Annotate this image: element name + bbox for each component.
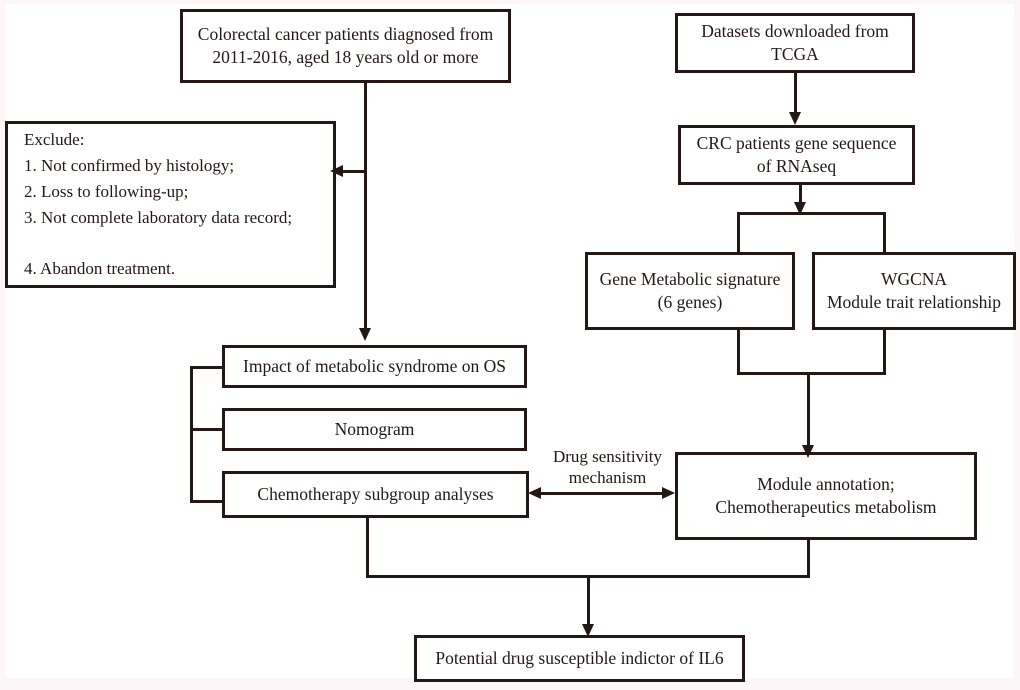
arrowhead-cohort-to-results [358,328,371,341]
node-module-annotation-label: Module annotation; Chemotherapeutics met… [715,474,937,517]
node-chemo-subgroup-label: Chemotherapy subgroup analyses [257,484,494,505]
merge-leg-left [737,330,740,375]
node-wgcna-label: WGCNA Module trait relationship [827,269,1001,312]
node-outcome-label: Potential drug susceptible indictor of I… [435,648,724,669]
node-gene-signature-label: Gene Metabolic signature (6 genes) [599,269,781,312]
arrowhead-merge-to-module [801,445,814,458]
node-datasets: Datasets downloaded from TCGA [675,13,915,73]
node-rnaseq-label: CRC patients gene sequence of RNAseq [696,133,897,176]
connector-cohort-to-exclude [342,169,366,173]
connector-merge-to-outcome [587,575,590,627]
node-cohort-label: Colorectal cancer patients diagnosed fro… [197,24,494,67]
node-wgcna: WGCNA Module trait relationship [812,252,1016,330]
connector-drug-sensitivity [540,492,671,495]
connector-merge-to-module [807,372,810,448]
node-gene-signature: Gene Metabolic signature (6 genes) [585,252,795,330]
edge-label-drug-sensitivity: Drug sensitivity mechanism [552,447,663,487]
figure-inner-canvas: Colorectal cancer patients diagnosed fro… [5,4,1016,682]
node-exclude-label: Exclude: 1. Not confirmed by histology; … [24,130,293,279]
arrowhead-drug-sensitivity-left [528,487,541,499]
results-bracket-spine [190,366,193,503]
merge-leg-right [883,330,886,375]
node-nomogram: Nomogram [222,408,527,451]
outcome-merge-leg-left [366,514,369,578]
node-module-annotation: Module annotation; Chemotherapeutics met… [675,452,977,540]
arrowhead-datasets-to-rnaseq [788,112,801,125]
split-leg-left [737,212,740,256]
arrowhead-rnaseq-to-split [793,202,806,215]
node-chemo-subgroup: Chemotherapy subgroup analyses [222,471,529,518]
node-datasets-label: Datasets downloaded from TCGA [701,21,889,64]
results-bracket-stub-bottom [190,500,224,503]
split-leg-right [883,212,886,256]
connector-rnaseq-to-split [799,185,802,207]
outcome-merge-leg-right [807,536,810,578]
node-impact-os: Impact of metabolic syndrome on OS [222,345,527,388]
node-exclude: Exclude: 1. Not confirmed by histology; … [5,121,336,288]
arrowhead-merge-to-outcome [581,624,594,637]
node-rnaseq: CRC patients gene sequence of RNAseq [678,125,915,185]
split-bar-top [737,212,886,215]
node-nomogram-label: Nomogram [334,419,415,440]
results-bracket-stub-mid [190,428,224,431]
arrowhead-drug-sensitivity-right [662,487,675,499]
merge-bar-bottom [737,372,886,375]
connector-datasets-to-rnaseq [794,73,797,115]
node-outcome: Potential drug susceptible indictor of I… [414,635,745,682]
results-bracket-stub-top [190,366,224,369]
connector-cohort-to-results [364,83,367,330]
arrowhead-cohort-to-exclude [330,164,343,177]
node-cohort: Colorectal cancer patients diagnosed fro… [180,9,511,83]
node-impact-os-label: Impact of metabolic syndrome on OS [243,356,506,377]
